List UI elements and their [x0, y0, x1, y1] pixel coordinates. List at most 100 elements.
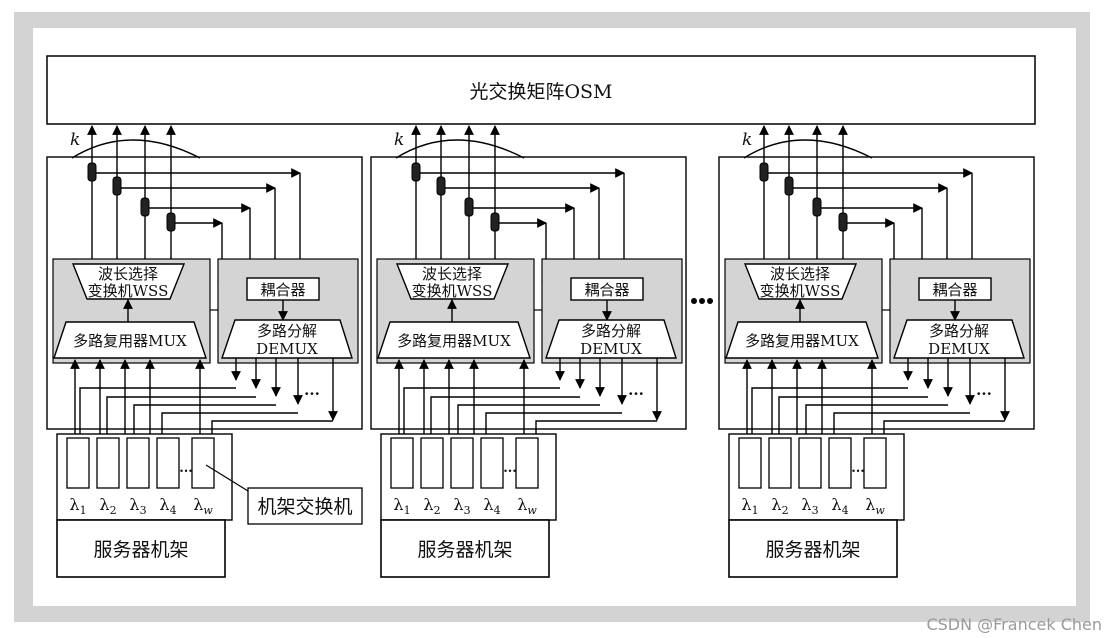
pod-2-optical-tap-3 — [464, 197, 474, 217]
pod-1-lambda-sub-5: w — [203, 504, 213, 517]
pod-3-k-arc — [743, 139, 873, 159]
pod-2-lambda-sym-1: λ — [393, 495, 403, 514]
pod-3-optical-tap-3 — [812, 197, 822, 217]
pod-1-optical-tap-4 — [166, 212, 176, 232]
pod-3-lambda-sub-5: w — [875, 504, 885, 517]
pod-2-k-arc — [395, 139, 525, 159]
pod-2-server-rack — [380, 519, 550, 578]
pod-2-coupler-label: 耦合器 — [584, 281, 629, 299]
pod-2-return-3 — [457, 404, 600, 438]
pod-3-return-2 — [778, 396, 928, 438]
pod-3-port-ellipsis: ... — [851, 461, 865, 476]
pod-3-lambda-label-5: λw — [865, 495, 885, 517]
pod-3-lambda-label-4: λ4 — [831, 495, 848, 517]
pod-2-return-2 — [430, 396, 580, 438]
pod-3-lambda-sym-5: λ — [865, 495, 875, 514]
pod-3-lambda-sym-3: λ — [801, 495, 811, 514]
pod-1-return-5 — [211, 420, 333, 438]
tor-callout-line — [205, 464, 249, 492]
pod-2-lambda-sym-4: λ — [483, 495, 493, 514]
pod-3-return-4 — [833, 412, 970, 438]
pod-3-k-label: k — [742, 130, 752, 150]
pod-1-mux-shape — [53, 321, 207, 359]
pod-3-demux-label-1: 多路分解 — [929, 322, 989, 340]
pod-1-k-arc — [71, 139, 201, 159]
pod-1-return-3 — [133, 404, 276, 438]
pod-1-lambda-label-2: λ2 — [99, 495, 116, 517]
pod-3-lambda-port-4 — [828, 437, 852, 489]
pod-1-mux-label: 多路复用器MUX — [73, 332, 187, 350]
pod-2-wss-shape — [395, 263, 510, 300]
osm-box — [46, 55, 1036, 125]
pod-1-demux-label-2: DEMUX — [256, 340, 318, 358]
pod-2-k-label: k — [394, 130, 404, 150]
pod-2-demux-shape — [545, 319, 677, 359]
pod-1-lambda-port-2 — [96, 437, 120, 489]
pod-1-optical-tap-3 — [140, 197, 150, 217]
pod-2-mux-shape — [377, 321, 531, 359]
pod-2-lambda-sym-2: λ — [423, 495, 433, 514]
pod-1-lambda-sym-3: λ — [129, 495, 139, 514]
pod-1-wss-label-1: 波长选择 — [98, 265, 158, 283]
pod-2-optical-tap-2 — [436, 176, 446, 196]
pod-2-lambda-label-4: λ4 — [483, 495, 500, 517]
pod-3-lambda-port-3 — [798, 437, 822, 489]
pod-3-demux-shape — [893, 319, 1025, 359]
pod-2-lambda-sub-3: 3 — [464, 504, 471, 517]
pod-1-optical-tap-1 — [87, 162, 97, 182]
pod-3-lambda-sym-4: λ — [831, 495, 841, 514]
pod-1-lambda-label-1: λ1 — [69, 495, 86, 517]
pod-1-lambda-port-5 — [191, 437, 215, 489]
pod-1-lambda-label-3: λ3 — [129, 495, 146, 517]
pod-2-return-4 — [485, 412, 622, 438]
pod-3-lambda-sym-2: λ — [771, 495, 781, 514]
pod-3-return-3 — [805, 404, 948, 438]
pod-3-server-rack — [728, 519, 898, 578]
tor-label: 机架交换机 — [257, 496, 352, 518]
pod-3-lambda-sub-2: 2 — [782, 504, 789, 517]
pod-3-demux-ellipsis: ... — [976, 381, 992, 399]
pod-2-lambda-label-2: λ2 — [423, 495, 440, 517]
pod-3-lambda-label-1: λ1 — [741, 495, 758, 517]
pod-2-lambda-sym-3: λ — [453, 495, 463, 514]
pod-1-demux-label-1: 多路分解 — [257, 322, 317, 340]
pod-1-lambda-sub-2: 2 — [110, 504, 117, 517]
separator-dot-3 — [707, 298, 713, 304]
pod-1-optical-tap-2 — [112, 176, 122, 196]
pod-3-return-1 — [751, 387, 908, 438]
pod-3-return-5 — [883, 420, 1005, 438]
pod-1-server-rack — [56, 519, 226, 578]
pod-1-demux-shape — [221, 319, 353, 359]
pod-3-lambda-sub-3: 3 — [812, 504, 819, 517]
pod-1-lambda-sub-1: 1 — [80, 504, 87, 517]
pod-2-lambda-port-3 — [450, 437, 474, 489]
pod-1-return-1 — [79, 387, 236, 438]
pod-3-wss-shape — [743, 263, 858, 300]
pod-2-lambda-port-2 — [420, 437, 444, 489]
pod-2-demux-label-1: 多路分解 — [581, 322, 641, 340]
pod-2-lambda-label-3: λ3 — [453, 495, 470, 517]
pod-2-lambda-sub-2: 2 — [434, 504, 441, 517]
watermark: CSDN @Francek Chen — [926, 615, 1102, 634]
pod-1-coupler-label: 耦合器 — [260, 281, 305, 299]
pod-3-lambda-sub-1: 1 — [752, 504, 759, 517]
pod-3-optical-tap-4 — [838, 212, 848, 232]
pod-2-lambda-port-4 — [480, 437, 504, 489]
pod-1-lambda-label-5: λw — [193, 495, 213, 517]
pod-2-rack-label: 服务器机架 — [417, 539, 512, 561]
pod-1-lambda-sym-2: λ — [99, 495, 109, 514]
pod-1-lambda-sym-4: λ — [159, 495, 169, 514]
pod-3-lambda-label-3: λ3 — [801, 495, 818, 517]
pod-2-return-1 — [403, 387, 560, 438]
pod-3-lambda-sym-1: λ — [741, 495, 751, 514]
pod-1-return-4 — [161, 412, 298, 438]
pod-2-wss-label-1: 波长选择 — [422, 265, 482, 283]
pod-2-optical-tap-1 — [411, 162, 421, 182]
pod-1-lambda-port-3 — [126, 437, 150, 489]
osm-label: 光交换矩阵OSM — [469, 81, 612, 103]
pod-3-demux-label-2: DEMUX — [928, 340, 990, 358]
